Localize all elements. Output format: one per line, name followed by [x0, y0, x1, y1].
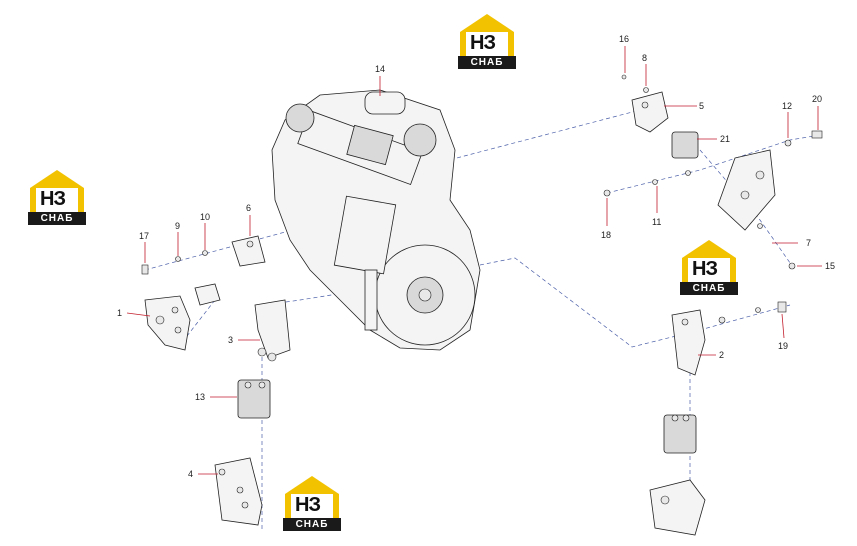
callout-6: 6: [246, 203, 251, 213]
watermark-logo-bottom: НЗ СНАБ: [281, 474, 343, 532]
leader-lines: [126, 46, 822, 475]
part-1-mount-plate: [144, 295, 191, 351]
house-logo-icon: [30, 170, 84, 212]
callout-14: 14: [375, 64, 385, 74]
callout-20: 20: [812, 94, 822, 104]
engine-assembly: [271, 89, 481, 351]
callout-11: 11: [652, 217, 661, 227]
watermark-logo-left: НЗ СНАБ: [26, 168, 88, 226]
part-13-rubber-mount: [237, 379, 271, 419]
part-21-rubber-mount: [671, 131, 699, 159]
callout-9: 9: [175, 221, 180, 231]
part-2-bracket: [671, 309, 706, 376]
callout-2: 2: [719, 350, 724, 360]
callout-17: 17: [139, 231, 149, 241]
logo-mark: НЗ: [295, 494, 321, 516]
callout-15: 15: [825, 261, 835, 271]
callout-3: 3: [228, 335, 233, 345]
callout-8: 8: [642, 53, 647, 63]
watermark-logo-top: НЗ СНАБ: [456, 12, 518, 70]
small-bracket: [194, 283, 221, 306]
callout-1: 1: [117, 308, 122, 318]
logo-mark: НЗ: [40, 188, 66, 210]
callout-21: 21: [720, 134, 730, 144]
callout-10: 10: [200, 212, 210, 222]
logo-sub: СНАБ: [680, 282, 738, 295]
lower-right-rubber-mount: [663, 414, 697, 454]
house-logo-icon: [460, 14, 514, 56]
callout-16: 16: [619, 34, 629, 44]
callout-18: 18: [601, 230, 611, 240]
callout-19: 19: [778, 341, 788, 351]
part-3-support-bracket: [254, 299, 291, 362]
logo-sub: СНАБ: [28, 212, 86, 225]
watermark-logo-right: НЗ СНАБ: [678, 238, 740, 296]
logo-mark: НЗ: [692, 258, 718, 280]
callout-7: 7: [806, 238, 811, 248]
callout-labels: 1 2 3 4 5 6 7 8 9 10 11 12 13 14 15 16 1…: [117, 34, 835, 479]
logo-sub: СНАБ: [458, 56, 516, 69]
lower-right-base-plate: [649, 479, 706, 536]
logo-mark: НЗ: [470, 32, 496, 54]
part-7-support-bracket: [717, 149, 776, 231]
part-4-base-plate: [214, 457, 263, 526]
house-logo-icon: [285, 476, 339, 518]
part-5-bracket: [631, 91, 669, 133]
callout-4: 4: [188, 469, 193, 479]
callout-5: 5: [699, 101, 704, 111]
part-6-bracket: [231, 235, 266, 267]
fasteners: [141, 74, 823, 324]
callout-13: 13: [195, 392, 205, 402]
logo-sub: СНАБ: [283, 518, 341, 531]
callout-12: 12: [782, 101, 792, 111]
house-logo-icon: [682, 240, 736, 282]
